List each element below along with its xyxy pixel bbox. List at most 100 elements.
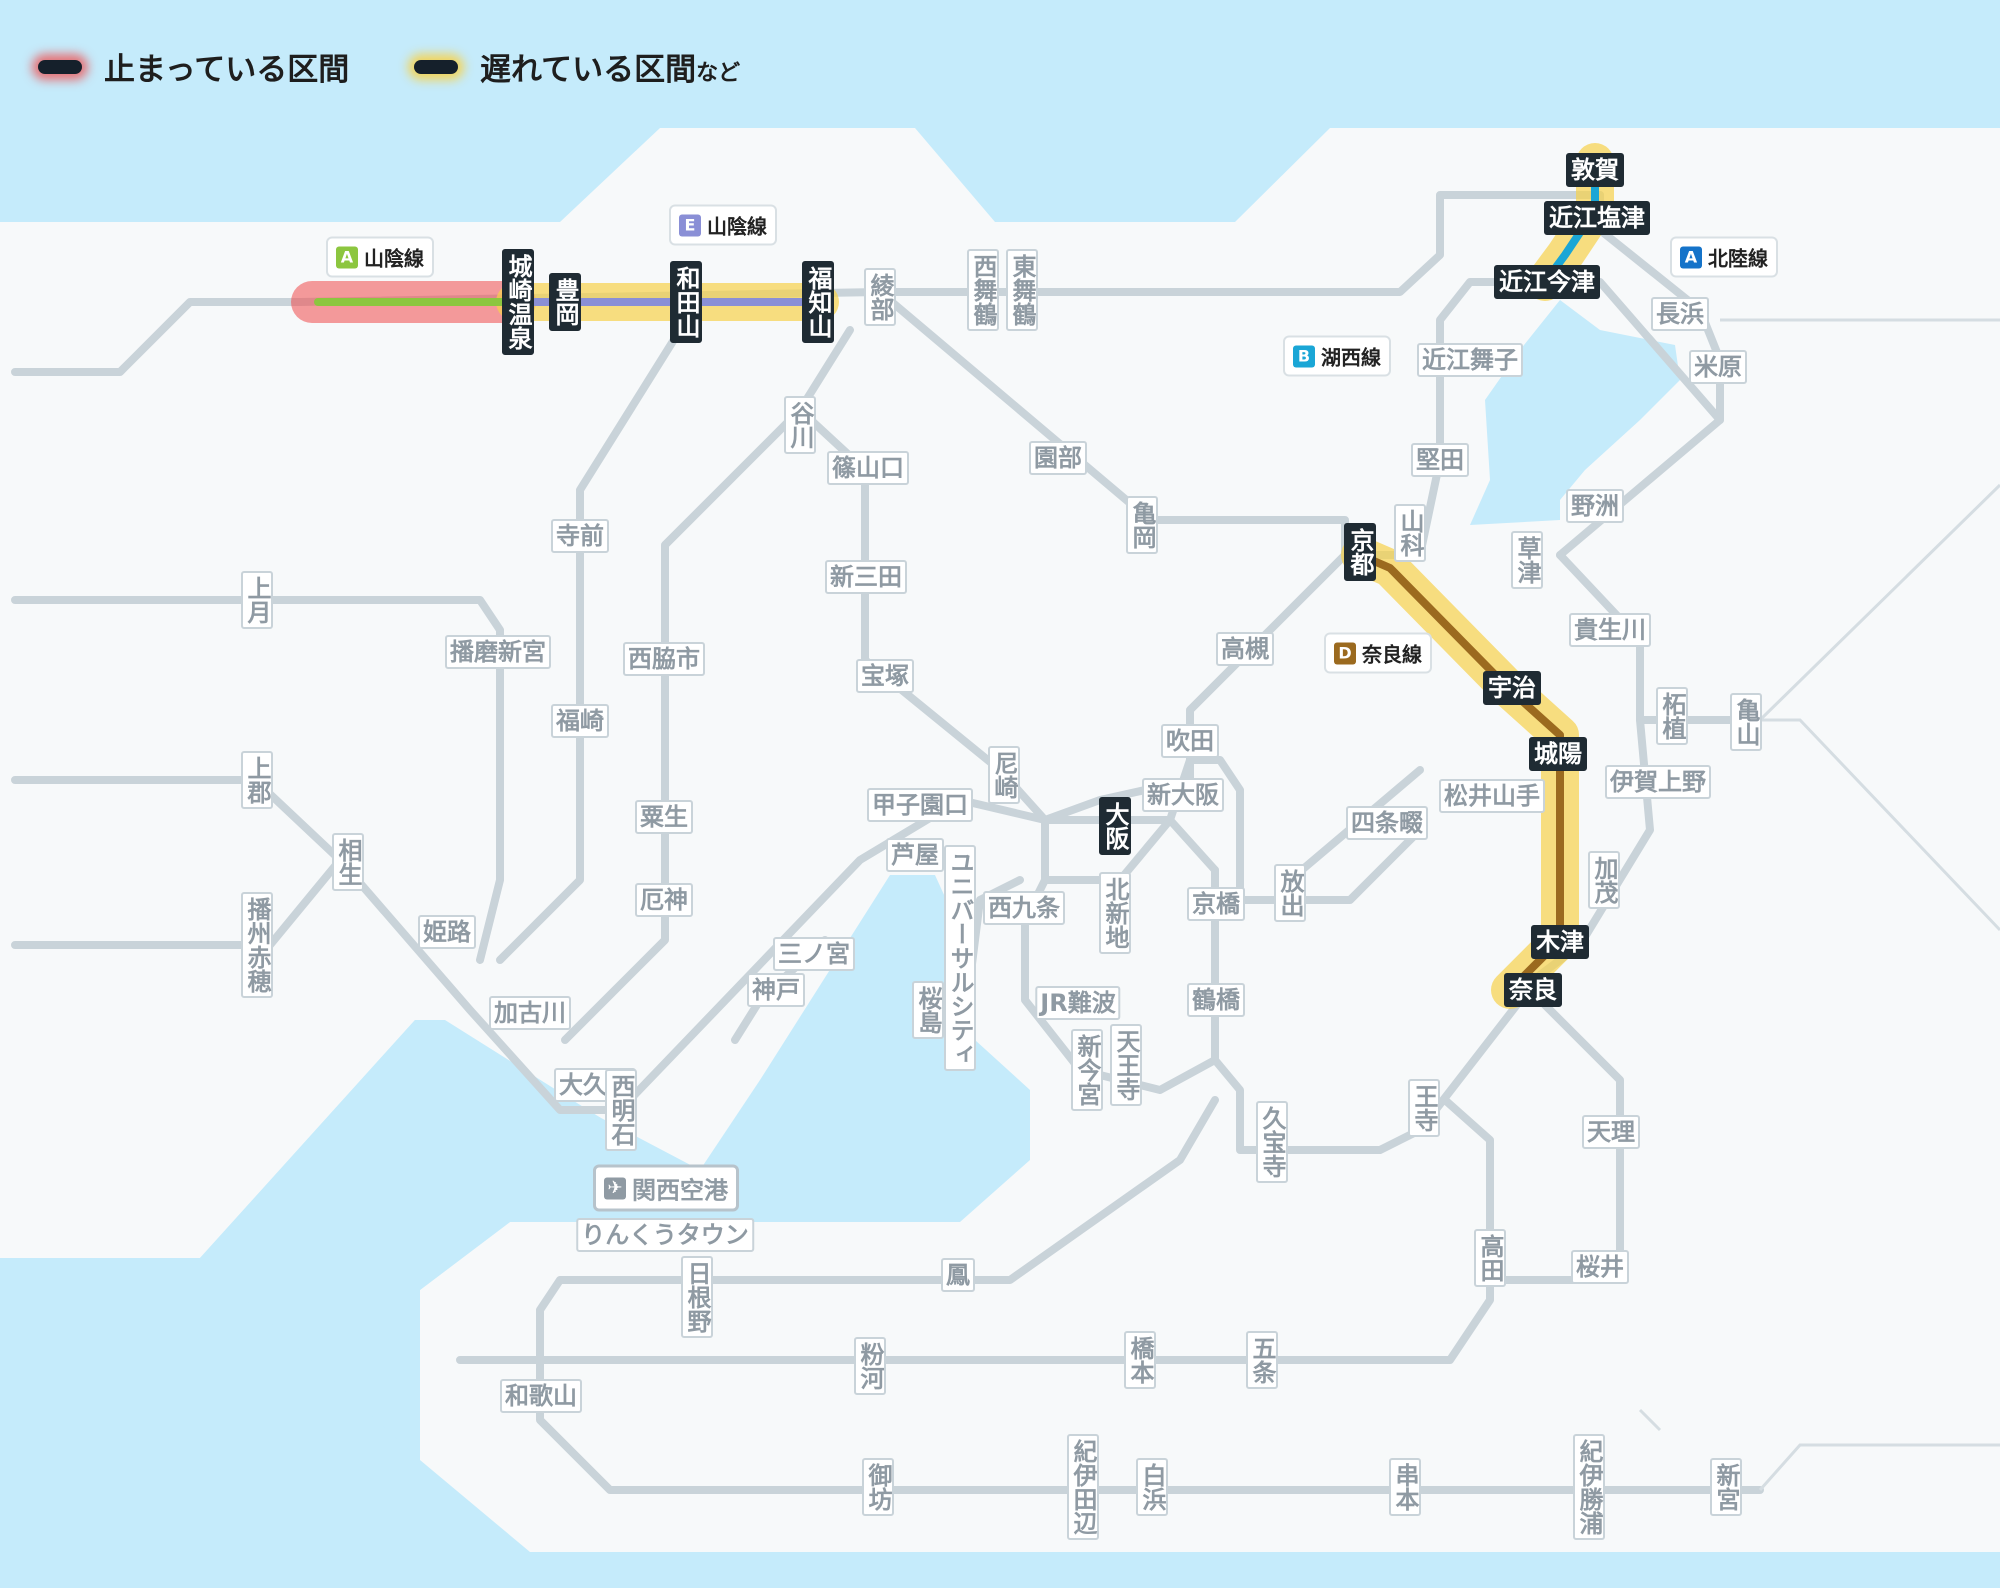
station-label[interactable]: 甲子園口: [867, 788, 973, 822]
station-label[interactable]: 綾部: [864, 268, 896, 326]
station-label[interactable]: 寺前: [551, 519, 609, 553]
airplane-icon: ✈: [604, 1177, 626, 1199]
station-label[interactable]: 五条: [1246, 1331, 1278, 1389]
station-label[interactable]: 播磨新宮: [445, 635, 551, 669]
station-label[interactable]: 粉河: [854, 1337, 886, 1395]
station-label[interactable]: 相生: [332, 833, 364, 891]
station-label[interactable]: ユニバーサルシティ: [944, 845, 976, 1071]
station-label[interactable]: 敦賀: [1566, 153, 1624, 187]
station-label[interactable]: 西明石: [605, 1069, 637, 1151]
station-label[interactable]: 鶴橋: [1187, 983, 1245, 1017]
legend-delayed: 遅れている区間など: [414, 44, 740, 89]
station-label[interactable]: 篠山口: [827, 451, 909, 485]
legend-stopped: 止まっている区間: [38, 44, 349, 89]
station-label[interactable]: 天理: [1582, 1115, 1640, 1149]
station-label[interactable]: 粟生: [635, 800, 693, 834]
station-label[interactable]: 新今宮: [1071, 1029, 1103, 1111]
station-label[interactable]: 紀伊勝浦: [1573, 1434, 1605, 1540]
station-label[interactable]: 長浜: [1651, 297, 1709, 331]
station-label[interactable]: 亀山: [1730, 693, 1762, 751]
station-label[interactable]: 近江塩津: [1544, 201, 1650, 235]
legend-stopped-label: 止まっている区間: [104, 52, 350, 88]
station-label[interactable]: 西舞鶴: [967, 249, 999, 331]
station-label[interactable]: 芦屋: [886, 838, 944, 872]
station-label[interactable]: 宇治: [1483, 671, 1541, 705]
station-label[interactable]: 四条畷: [1346, 806, 1428, 840]
station-label[interactable]: 山科: [1394, 504, 1426, 562]
station-label[interactable]: 京橋: [1187, 887, 1245, 921]
station-label[interactable]: 上月: [241, 571, 273, 629]
station-label[interactable]: 柘植: [1656, 687, 1688, 745]
station-label[interactable]: 厄神: [635, 883, 693, 917]
station-label[interactable]: 伊賀上野: [1605, 765, 1711, 799]
station-label[interactable]: 宝塚: [856, 659, 914, 693]
station-label[interactable]: 貴生川: [1569, 613, 1651, 647]
station-label[interactable]: 御坊: [862, 1458, 894, 1516]
station-label[interactable]: 亀岡: [1126, 496, 1158, 554]
station-label[interactable]: 堅田: [1411, 443, 1469, 477]
legend-delayed-label: 遅れている区間: [480, 52, 697, 88]
station-label[interactable]: 久宝寺: [1256, 1101, 1288, 1183]
station-label[interactable]: りんくうタウン: [576, 1218, 754, 1252]
station-label[interactable]: 日根野: [681, 1256, 713, 1338]
station-label[interactable]: 野洲: [1566, 489, 1624, 523]
station-label[interactable]: 米原: [1689, 350, 1747, 384]
station-label[interactable]: 高田: [1474, 1229, 1506, 1287]
station-label[interactable]: 加古川: [489, 996, 571, 1030]
station-label[interactable]: 尼崎: [988, 746, 1020, 804]
station-label[interactable]: 橋本: [1124, 1331, 1156, 1389]
station-label[interactable]: 播州赤穂: [241, 892, 273, 998]
station-label[interactable]: 桜島: [912, 981, 944, 1039]
station-label[interactable]: 天王寺: [1110, 1024, 1142, 1106]
station-label[interactable]: 近江今津: [1494, 265, 1600, 299]
station-label[interactable]: 近江舞子: [1417, 343, 1523, 377]
station-label[interactable]: 新宮: [1710, 1458, 1742, 1516]
station-label[interactable]: 北新地: [1099, 872, 1131, 954]
station-label[interactable]: 串本: [1389, 1458, 1421, 1516]
station-label[interactable]: 京都: [1344, 523, 1376, 581]
station-label[interactable]: 草津: [1511, 531, 1543, 589]
station-label[interactable]: 鳳: [941, 1258, 975, 1292]
station-label[interactable]: 福知山: [802, 261, 834, 343]
airport-label[interactable]: ✈関西空港: [593, 1164, 739, 1212]
station-label[interactable]: 谷川: [784, 396, 816, 454]
station-label[interactable]: 王寺: [1408, 1079, 1440, 1137]
station-label[interactable]: 紀伊田辺: [1067, 1434, 1099, 1540]
station-label[interactable]: 奈良: [1504, 973, 1562, 1007]
station-label[interactable]: 和田山: [670, 261, 702, 343]
station-label[interactable]: JR難波: [1035, 986, 1121, 1020]
station-label[interactable]: 新大阪: [1142, 778, 1224, 812]
station-label[interactable]: 新三田: [825, 560, 907, 594]
station-label[interactable]: 西九条: [983, 891, 1065, 925]
legend-delayed-suffix: など: [696, 61, 741, 86]
station-label[interactable]: 放出: [1274, 864, 1306, 922]
station-label[interactable]: 大阪: [1099, 797, 1131, 855]
station-label[interactable]: 園部: [1029, 441, 1087, 475]
station-label[interactable]: 西脇市: [623, 642, 705, 676]
station-label[interactable]: 上郡: [241, 751, 273, 809]
station-label[interactable]: 和歌山: [500, 1379, 582, 1413]
station-label[interactable]: 豊岡: [549, 273, 581, 331]
station-label[interactable]: 高槻: [1216, 632, 1274, 666]
station-label[interactable]: 三ノ宮: [773, 937, 855, 971]
stopped-legend-icon: [38, 59, 82, 74]
station-label[interactable]: 桜井: [1571, 1250, 1629, 1284]
station-label[interactable]: 木津: [1531, 925, 1589, 959]
station-label[interactable]: 城崎温泉: [502, 249, 534, 355]
station-label[interactable]: 姫路: [418, 915, 476, 949]
station-label[interactable]: 吹田: [1161, 724, 1219, 758]
station-label[interactable]: 福崎: [551, 704, 609, 738]
station-label[interactable]: 東舞鶴: [1006, 249, 1038, 331]
station-label[interactable]: 白浜: [1136, 1458, 1168, 1516]
station-label[interactable]: 松井山手: [1439, 779, 1545, 813]
station-label[interactable]: 神戸: [747, 973, 805, 1007]
station-label[interactable]: 加茂: [1588, 851, 1620, 909]
delayed-legend-icon: [414, 59, 458, 74]
station-label[interactable]: 城陽: [1529, 737, 1587, 771]
